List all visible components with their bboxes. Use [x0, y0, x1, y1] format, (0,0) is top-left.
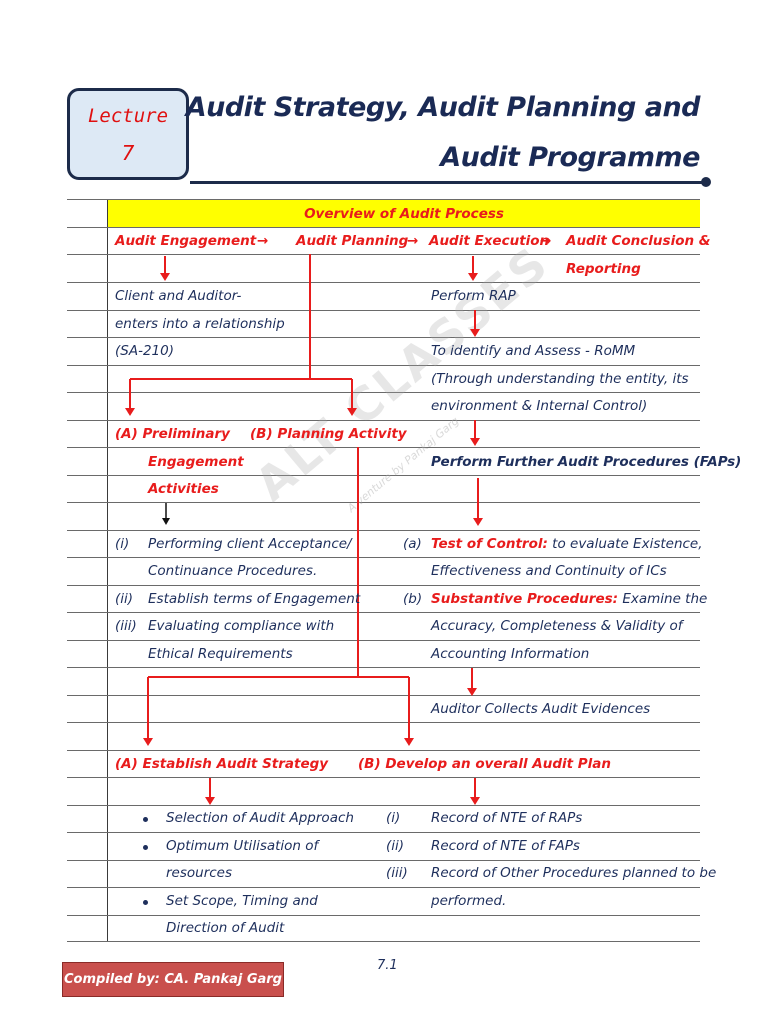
flow-conclusion-line2: Reporting [566, 261, 641, 277]
table-row-line [67, 227, 700, 228]
flow-conclusion: Audit Conclusion & [566, 233, 711, 249]
page-number: 7.1 [377, 958, 398, 973]
table-row-line [67, 447, 700, 448]
table-left-rule [107, 200, 108, 941]
evidence-text: Auditor Collects Audit Evidences [431, 701, 651, 717]
client-text-line2: enters into a relationship [115, 316, 285, 332]
table-row-line [67, 365, 700, 366]
strategy-bullet: Set Scope, Timing and [166, 893, 318, 909]
perform-rap: Perform RAP [431, 288, 516, 304]
prelim-item-text: Establish terms of Engagement [148, 591, 361, 607]
toc-text-line2: Effectiveness and Continuity of ICs [431, 563, 667, 579]
flow-arrow-1: → [257, 233, 269, 249]
toc-rest: to evaluate Existence, [547, 536, 703, 552]
romm-text-line3: environment & Internal Control) [431, 398, 648, 414]
table-row-line [67, 585, 700, 586]
romm-text: To identify and Assess - RoMM [431, 343, 636, 359]
table-row-line [67, 502, 700, 503]
prelim-heading: (A) Preliminary [115, 426, 230, 442]
flow-execution: Audit Execution [429, 233, 550, 249]
plan-item-num: (iii) [386, 865, 408, 881]
plan-item-num: (ii) [386, 838, 405, 854]
sp-num: (b) [403, 591, 423, 607]
table-row-line [67, 392, 700, 393]
table-row-line [67, 557, 700, 558]
prelim-item-num: (ii) [115, 591, 134, 607]
table-row-line [67, 420, 700, 421]
table-row-line [67, 941, 700, 942]
prelim-item-text: Evaluating compliance with [148, 618, 335, 634]
plan-item-num: (i) [386, 810, 401, 826]
compiled-by-badge: Compiled by: CA. Pankaj Garg [62, 962, 284, 997]
bullet-dot [143, 817, 148, 822]
table-row-line [67, 475, 700, 476]
flow-arrow-2: → [407, 233, 419, 249]
prelim-item-text-line2: Ethical Requirements [148, 646, 293, 662]
strategy-bullet: Optimum Utilisation of [166, 838, 319, 854]
plan-item-text: Record of NTE of RAPs [431, 810, 583, 826]
flow-arrow-3: → [540, 233, 552, 249]
prelim-item-text: Performing client Acceptance/ [148, 536, 352, 552]
lecture-number: 7 [121, 141, 135, 165]
bullet-dot [143, 900, 148, 905]
compiled-by-text: Compiled by: CA. Pankaj Garg [64, 972, 282, 987]
strategy-bullet-line2: resources [166, 865, 233, 881]
prelim-item-num: (i) [115, 536, 130, 552]
sp-label: Substantive Procedures: [431, 591, 619, 607]
romm-text-line2: (Through understanding the entity, its [431, 371, 689, 387]
client-text: Client and Auditor- [115, 288, 242, 304]
table-row-line [67, 777, 700, 778]
table-row-line [67, 750, 700, 751]
client-text-line3: (SA-210) [115, 343, 174, 359]
prelim-heading-line2: Engagement [148, 454, 244, 470]
table-row-line [67, 915, 700, 916]
table-row-line [67, 612, 700, 613]
sp-text-line3: Accounting Information [431, 646, 590, 662]
table-row-line [67, 199, 700, 200]
plan-item-text: Record of Other Procedures planned to be [431, 865, 717, 881]
lecture-badge: Lecture 7 [67, 88, 189, 180]
table-row-line [67, 310, 700, 311]
strategy-bullet: Selection of Audit Approach [166, 810, 354, 826]
page-title-line1: Audit Strategy, Audit Planning and [185, 92, 701, 123]
title-underline-dot [701, 177, 711, 187]
faps-heading: Perform Further Audit Procedures (FAPs) [431, 454, 742, 470]
title-underline [190, 181, 704, 184]
table-row-line [67, 887, 700, 888]
table-row-line [67, 667, 700, 668]
plan-heading: (B) Develop an overall Audit Plan [358, 756, 612, 772]
planning-activity-heading: (B) Planning Activity [250, 426, 407, 442]
table-row-line [67, 860, 700, 861]
toc-text: Test of Control: to evaluate Existence, [431, 536, 703, 552]
table-row-line [67, 337, 700, 338]
sp-text: Substantive Procedures: Examine the [431, 591, 707, 607]
table-row-line [67, 254, 700, 255]
table-heading-band [108, 200, 700, 227]
lecture-label: Lecture [87, 105, 169, 127]
table-row-line [67, 640, 700, 641]
page-title-line2: Audit Programme [440, 142, 700, 173]
plan-item-text-line2: performed. [431, 893, 507, 909]
table-row-line [67, 722, 700, 723]
prelim-item-text-line2: Continuance Procedures. [148, 563, 318, 579]
toc-label: Test of Control: [431, 536, 548, 552]
toc-num: (a) [403, 536, 422, 552]
flow-planning: Audit Planning [296, 233, 409, 249]
table-row-line [67, 695, 700, 696]
table-heading: Overview of Audit Process [304, 206, 504, 222]
prelim-item-num: (iii) [115, 618, 137, 634]
bullet-dot [143, 845, 148, 850]
table-row-line [67, 530, 700, 531]
strategy-bullet-line2: Direction of Audit [166, 920, 285, 936]
table-row-line [67, 805, 700, 806]
table-row-line [67, 832, 700, 833]
prelim-heading-line3: Activities [148, 481, 219, 497]
sp-text-line2: Accuracy, Completeness & Validity of [431, 618, 683, 634]
table-row-line [67, 282, 700, 283]
sp-rest: Examine the [618, 591, 708, 607]
flow-engagement: Audit Engagement [115, 233, 257, 249]
plan-item-text: Record of NTE of FAPs [431, 838, 580, 854]
strategy-heading: (A) Establish Audit Strategy [115, 756, 329, 772]
